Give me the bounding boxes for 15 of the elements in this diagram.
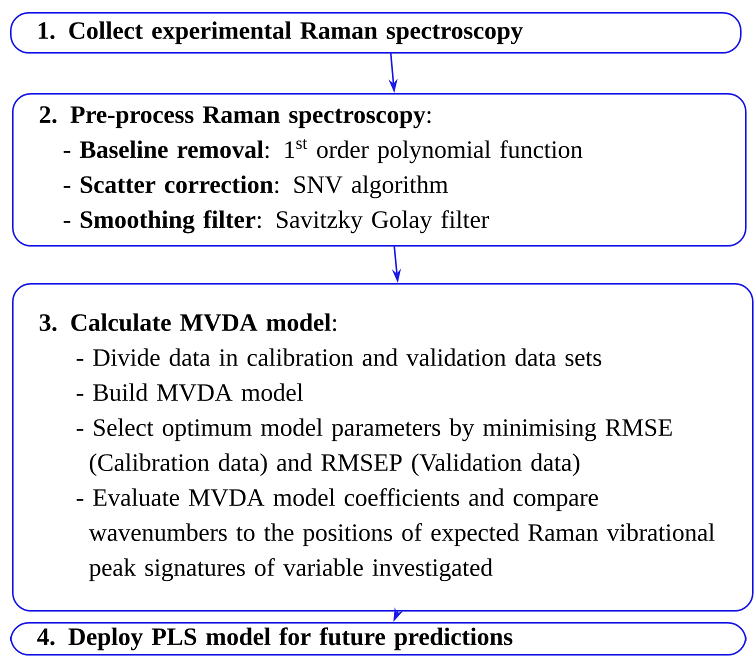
process-box (10, 622, 747, 656)
process-box (12, 93, 747, 247)
heading: 1. Collect experimental Raman spectroscopy (38, 21, 523, 44)
list-item: - Evaluate MVDA model coefficients and compare wavenumbers to the positions of expected Raman vibrational peak signatures of variable investigated (76, 488, 715, 582)
list-item: - Build MVDA model (76, 383, 304, 402)
heading: 3. Calculate MVDA model: (40, 313, 336, 332)
list-item: - Scatter correction: SNV algorithm (64, 175, 448, 198)
list-item: - Divide data in calibration and validation data sets (76, 348, 602, 366)
heading: 4. Deploy PLS model for future predictions (37, 627, 512, 650)
process-box (10, 12, 742, 54)
list-item: - Select optimum model parameters by minimising RMSE (Calibration data) and RMSEP (Validation data) (76, 418, 672, 476)
list-item: - Smoothing filter: Savitzky Golay filter (64, 210, 489, 234)
heading: 2. Pre-process Raman spectroscopy: (40, 106, 430, 128)
process-box (12, 283, 754, 612)
list-item: - Baseline removal: 1$^{st}$ order polynomial function (64, 138, 582, 164)
